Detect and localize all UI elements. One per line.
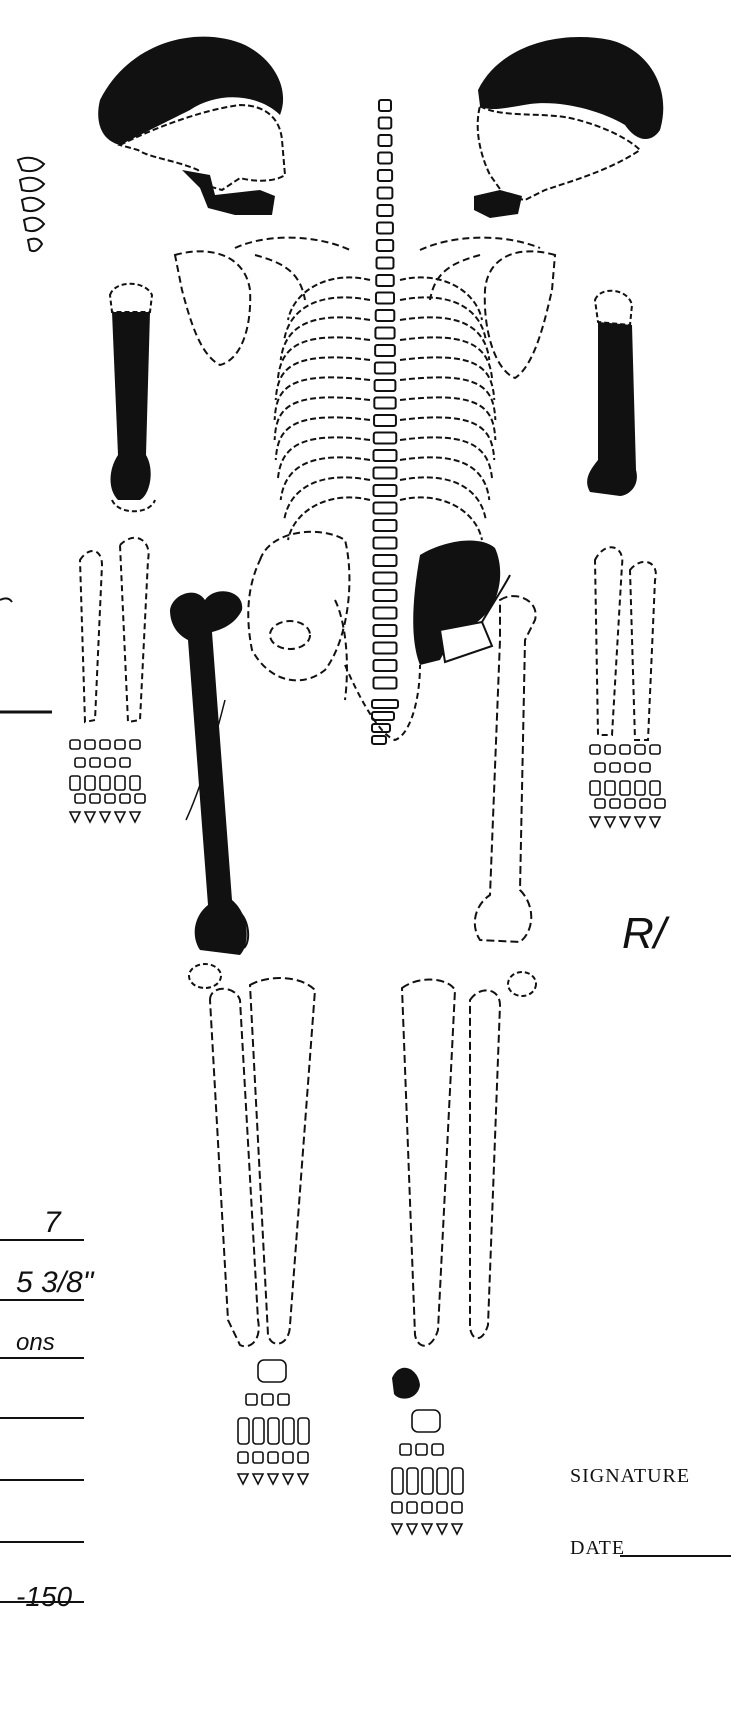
entry-value-2: 5 3/8" (16, 1266, 95, 1299)
entry-value-8: -150 (16, 1581, 72, 1612)
date-label: DATE (570, 1537, 625, 1559)
side-marker: R/ (622, 909, 670, 958)
entry-value-3: ons (16, 1329, 55, 1356)
entry-value-1: 7 (44, 1206, 62, 1239)
signature-label: SIGNATURE (570, 1465, 690, 1487)
